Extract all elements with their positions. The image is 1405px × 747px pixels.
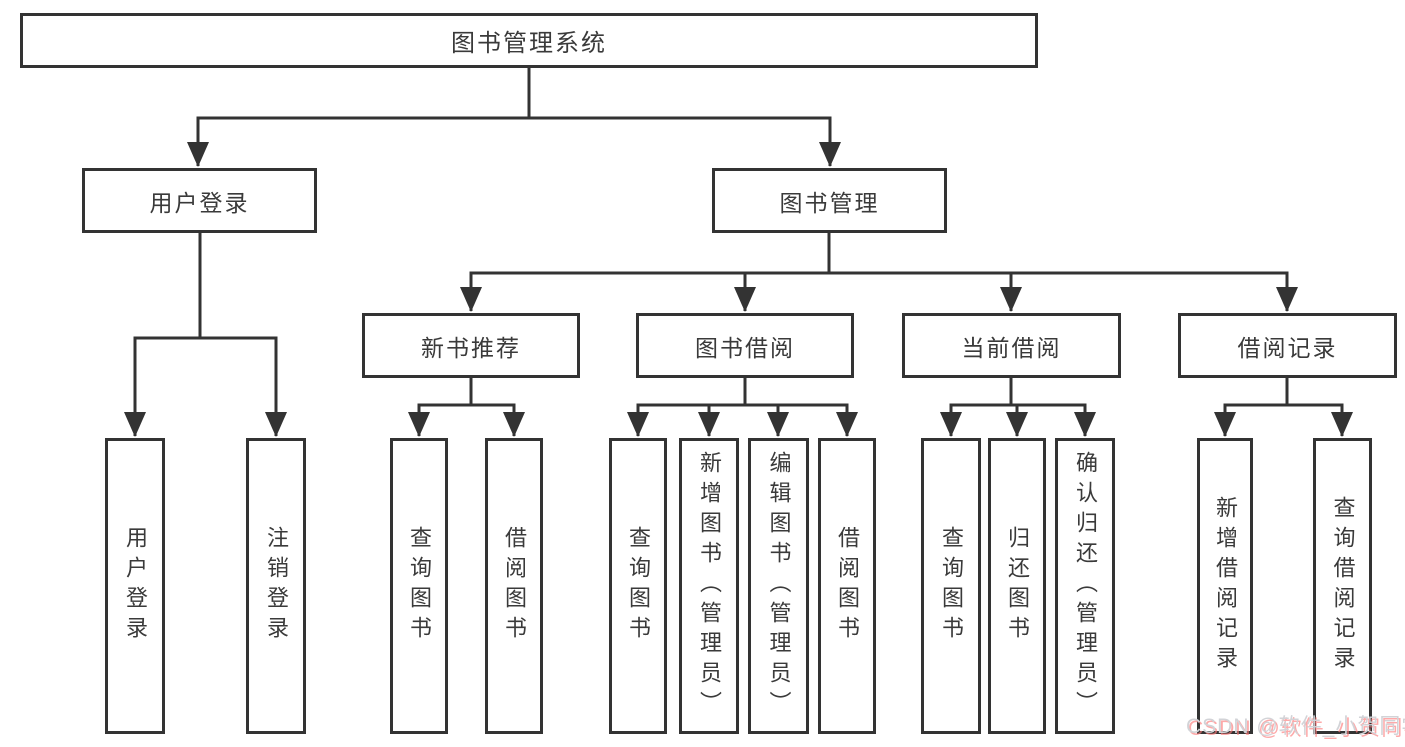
connector-root-to-level2 xyxy=(187,116,841,167)
node-label: 新增图书（管理员） xyxy=(697,451,722,721)
connector-bookmgmt-children xyxy=(460,271,1298,312)
node-label: 新增借阅记录 xyxy=(1213,496,1238,676)
node-book-management: 图书管理 xyxy=(712,168,947,233)
connector-records-children xyxy=(1214,403,1353,437)
node-label: 用户登录 xyxy=(149,189,250,216)
node-borrow-records: 借阅记录 xyxy=(1178,313,1397,378)
node-new-book-recommend: 新书推荐 xyxy=(362,313,580,378)
node-book-borrowing: 图书借阅 xyxy=(636,313,854,378)
node-label: 新书推荐 xyxy=(421,334,521,361)
leaf-query-books-current: 查询图书 xyxy=(921,438,981,734)
node-user-login: 用户登录 xyxy=(82,168,317,233)
leaf-confirm-return-admin: 确认归还（管理员） xyxy=(1055,438,1115,734)
leaf-query-books-recommend: 查询图书 xyxy=(390,438,448,734)
node-label: 查询借阅记录 xyxy=(1330,496,1356,676)
node-label: 归还图书 xyxy=(1005,526,1030,646)
node-label: 查询图书 xyxy=(407,526,432,646)
node-label: 用户登录 xyxy=(123,526,148,646)
leaf-query-books-borrow: 查询图书 xyxy=(609,438,667,734)
leaf-return-books: 归还图书 xyxy=(988,438,1046,734)
node-current-borrowing: 当前借阅 xyxy=(902,313,1121,378)
leaf-borrow-books-recommend: 借阅图书 xyxy=(485,438,543,734)
node-label: 借阅记录 xyxy=(1237,334,1338,361)
node-label: 查询图书 xyxy=(939,526,964,646)
node-label: 编辑图书（管理员） xyxy=(766,451,792,721)
node-label: 当前借阅 xyxy=(961,334,1062,361)
leaf-borrow-books: 借阅图书 xyxy=(818,438,876,734)
connector-userlogin-children xyxy=(124,336,287,437)
node-label: 图书管理系统 xyxy=(451,30,607,57)
node-library-system: 图书管理系统 xyxy=(20,13,1038,68)
node-label: 借阅图书 xyxy=(502,526,527,646)
leaf-add-borrow-record: 新增借阅记录 xyxy=(1197,438,1253,734)
leaf-user-login: 用户登录 xyxy=(105,438,165,734)
leaf-query-borrow-record: 查询借阅记录 xyxy=(1313,438,1372,734)
connector-newbook-children xyxy=(408,403,525,437)
node-label: 确认归还（管理员） xyxy=(1073,451,1098,721)
csdn-watermark: CSDN @软件_小贺同学 xyxy=(1186,715,1405,738)
node-label: 图书管理 xyxy=(779,189,880,216)
node-label: 借阅图书 xyxy=(835,526,860,646)
node-label: 注销登录 xyxy=(264,526,289,646)
leaf-edit-books-admin: 编辑图书（管理员） xyxy=(748,438,809,734)
leaf-logout: 注销登录 xyxy=(246,438,306,734)
leaf-add-books-admin: 新增图书（管理员） xyxy=(679,438,739,734)
node-label: 图书借阅 xyxy=(695,334,795,361)
connector-borrow-children xyxy=(627,403,858,437)
node-label: 查询图书 xyxy=(626,526,651,646)
